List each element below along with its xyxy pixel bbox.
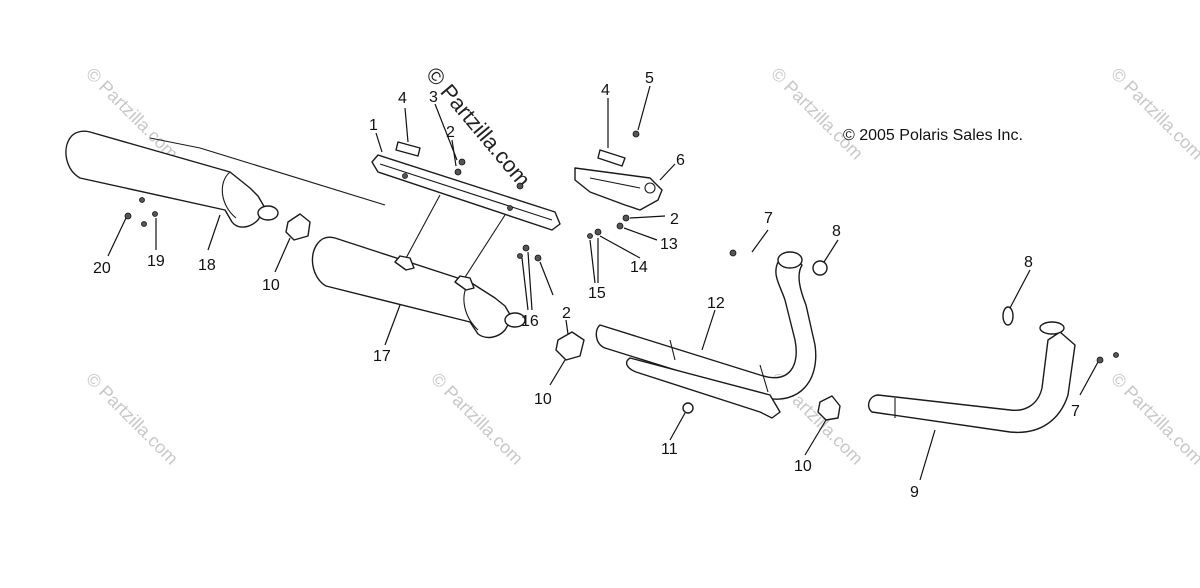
watermark: © Partzilla.com bbox=[1107, 64, 1200, 164]
callouts: 1 2 3 4 5 6 2 13 14 15 16 2 4 7 8 8 12 1… bbox=[93, 70, 1080, 501]
callout-9: 9 bbox=[910, 484, 919, 501]
callout-2: 2 bbox=[562, 305, 571, 322]
callout-14: 14 bbox=[630, 259, 648, 276]
callout-2: 2 bbox=[670, 211, 679, 228]
callout-7: 7 bbox=[1071, 403, 1080, 420]
callout-4: 4 bbox=[601, 82, 610, 99]
callout-6: 6 bbox=[676, 152, 685, 169]
callout-13: 13 bbox=[660, 236, 678, 253]
callout-12: 12 bbox=[707, 295, 725, 312]
clamp-right bbox=[817, 395, 841, 421]
clamp-middle bbox=[555, 331, 585, 361]
callout-8: 8 bbox=[1024, 254, 1033, 271]
callout-10: 10 bbox=[262, 277, 280, 294]
callout-5: 5 bbox=[645, 70, 654, 87]
muffler-lower bbox=[311, 236, 526, 339]
callout-17: 17 bbox=[373, 348, 391, 365]
callout-10: 10 bbox=[794, 458, 812, 475]
gasket-lower bbox=[1002, 306, 1014, 326]
rear-head-pipe bbox=[867, 321, 1076, 434]
mount-bracket-bar bbox=[371, 154, 561, 286]
watermark: © Partzilla.com bbox=[82, 369, 182, 469]
callout-2: 2 bbox=[446, 124, 455, 141]
callout-11: 11 bbox=[661, 441, 678, 458]
hanger-bracket bbox=[574, 167, 663, 211]
muffler-upper bbox=[65, 130, 386, 228]
callout-18: 18 bbox=[198, 257, 216, 274]
callout-3: 3 bbox=[429, 89, 438, 106]
callout-4: 4 bbox=[398, 90, 407, 107]
clamp-upper bbox=[285, 213, 311, 241]
callout-20: 20 bbox=[93, 260, 111, 277]
strap-left bbox=[395, 141, 421, 157]
callout-7: 7 bbox=[764, 210, 773, 227]
watermark: © Partzilla.com bbox=[427, 369, 527, 469]
gasket-upper bbox=[812, 260, 828, 276]
header-pipe-assembly bbox=[595, 251, 817, 419]
callout-10: 10 bbox=[534, 391, 552, 408]
watermark: © Partzilla.com bbox=[1107, 369, 1200, 469]
strap-right bbox=[597, 149, 626, 167]
copyright-text: © 2005 Polaris Sales Inc. bbox=[843, 127, 1023, 144]
watermark-primary: © Partzilla.com bbox=[421, 62, 535, 192]
leader-lines bbox=[107, 85, 1099, 481]
watermark: © Partzilla.com bbox=[767, 64, 867, 164]
callout-1: 1 bbox=[369, 117, 378, 134]
callout-19: 19 bbox=[147, 253, 165, 270]
callout-8: 8 bbox=[832, 223, 841, 240]
callout-16: 16 bbox=[521, 313, 539, 330]
callout-15: 15 bbox=[588, 285, 606, 302]
hardware bbox=[124, 130, 1119, 364]
